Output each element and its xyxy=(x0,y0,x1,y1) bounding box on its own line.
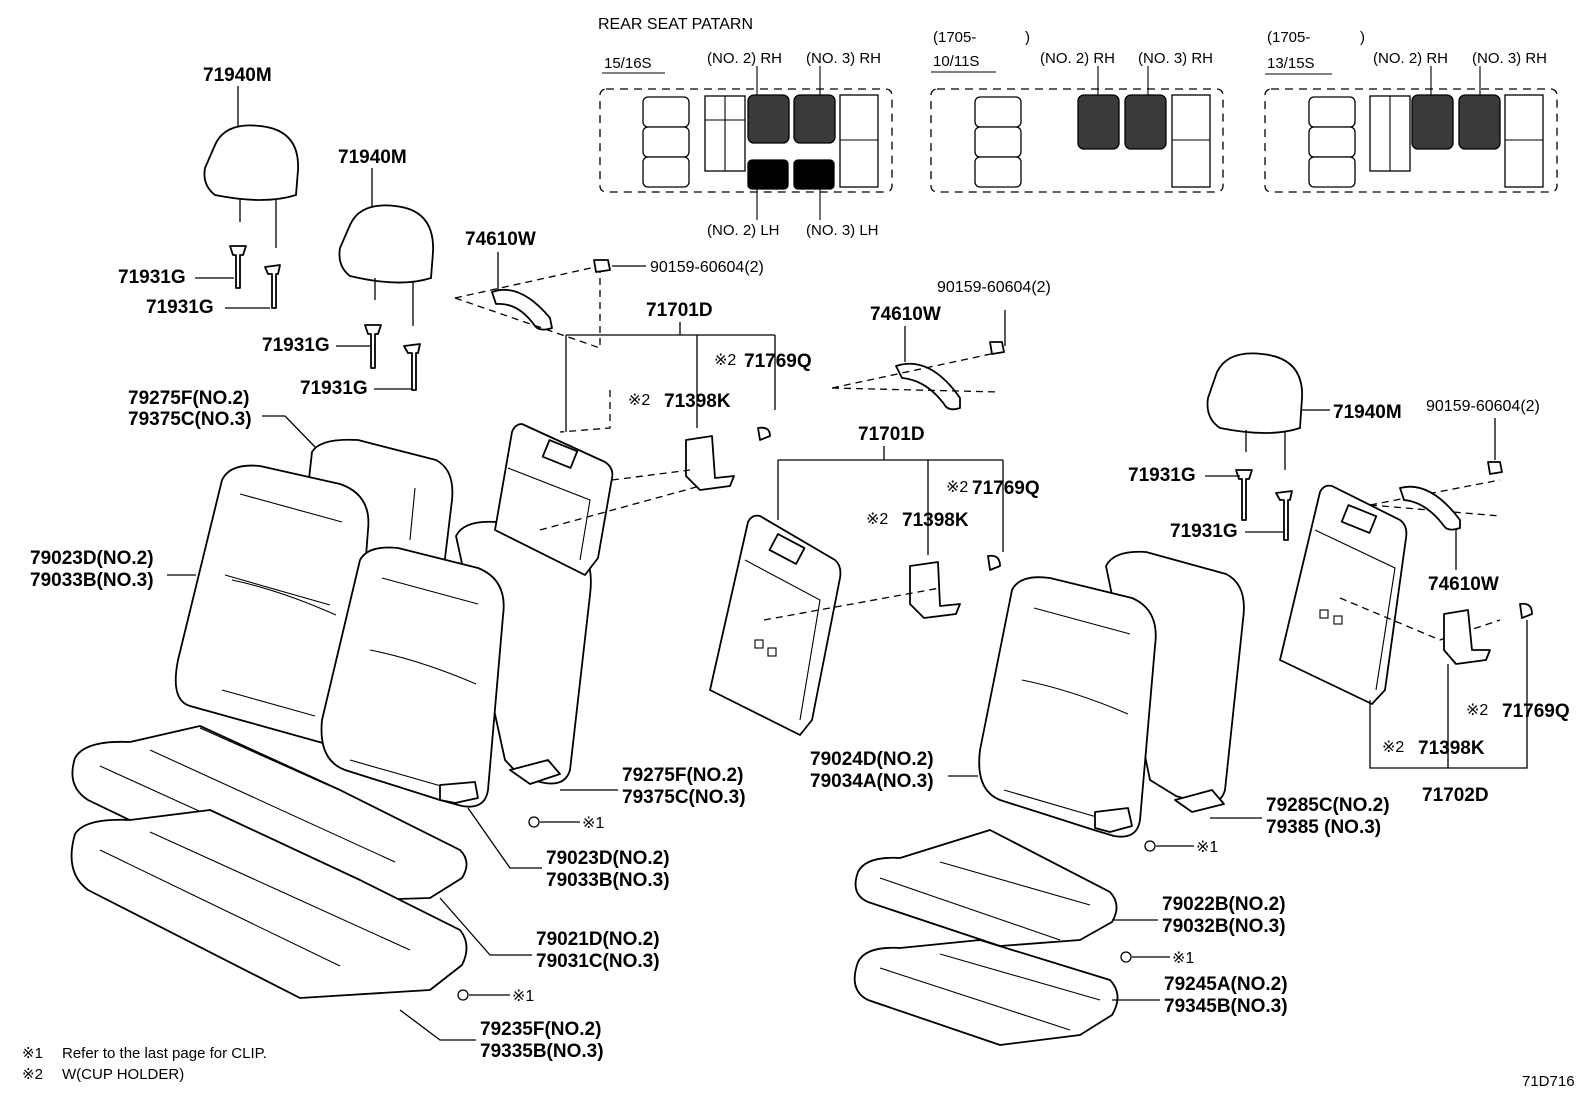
pattern-label-no2-rh-3: (NO. 2) RH xyxy=(1373,50,1448,67)
cushion-right-group: 79022B(NO.2) 79032B(NO.3) ※1 79245A(NO.2… xyxy=(853,829,1288,1046)
label-support-3a: 71931G xyxy=(1128,465,1196,486)
footnote-text-1: Refer to the last page for CLIP. xyxy=(62,1045,267,1062)
pattern-label-no2-rh-2: (NO. 2) RH xyxy=(1040,50,1115,67)
rear-seat-pattern-legend: REAR SEAT PATARN 15/16S (NO. 2) RH (NO. … xyxy=(598,16,1558,239)
label-bracket-2: 71398K xyxy=(902,510,969,531)
seat-layout-icon-1 xyxy=(642,94,879,190)
label-hook-1: 71769Q xyxy=(744,351,812,372)
label-screw-1: 90159-60604(2) xyxy=(650,259,764,276)
headrest-left-1: 71940M 71931G 71931G xyxy=(118,65,299,318)
label-bracket-3: 71398K xyxy=(1418,738,1485,759)
mark-cup-5: ※2 xyxy=(1466,702,1488,719)
label-pad-left-b: 79033B(NO.3) xyxy=(30,570,154,591)
mark-cup-1: ※2 xyxy=(714,352,736,369)
board-assembly-2: 74610W 90159-60604(2) 71701D ※2 71769Q ※… xyxy=(709,279,1051,792)
label-cover-left-a: 79275F(NO.2) xyxy=(128,388,249,409)
label-cover-mid-a: 79275F(NO.2) xyxy=(622,765,743,786)
label-handle-3: 74610W xyxy=(1428,574,1499,595)
label-support-2a: 71931G xyxy=(262,335,330,356)
mark-cup-2: ※2 xyxy=(628,392,650,409)
label-headrest-1: 71940M xyxy=(203,65,272,86)
label-cushion-pad-left-b: 79335B(NO.3) xyxy=(480,1041,604,1062)
label-headrest-3: 71940M xyxy=(1333,402,1402,423)
seat-layout-icon-2 xyxy=(974,94,1211,188)
pattern-date-open-2: (1705- xyxy=(933,29,976,46)
pattern-label-no3-rh-2: (NO. 3) RH xyxy=(1138,50,1213,67)
pattern-code-3: 13/15S xyxy=(1267,55,1315,72)
board-assembly-1: 74610W 90159-60604(2) 71701D ※2 71769Q ※… xyxy=(454,229,812,576)
pattern-label-no3-lh: (NO. 3) LH xyxy=(806,222,879,239)
clip-mark-1: ※1 xyxy=(582,815,604,832)
pattern-label-no2-rh-1: (NO. 2) RH xyxy=(707,50,782,67)
footnote-text-2: W(CUP HOLDER) xyxy=(62,1066,184,1083)
headrest-right: 71940M 71931G 71931G xyxy=(1128,352,1402,542)
label-screw-3: 90159-60604(2) xyxy=(1426,398,1540,415)
pattern-label-no2-lh: (NO. 2) LH xyxy=(707,222,780,239)
pattern-group-3: (1705- ) 13/15S (NO. 2) RH (NO. 3) RH xyxy=(1264,29,1558,193)
figure-code: 71D716 xyxy=(1522,1073,1575,1090)
label-cushion-pad-right-b: 79345B(NO.3) xyxy=(1164,996,1288,1017)
pattern-label-no3-rh-1: (NO. 3) RH xyxy=(806,50,881,67)
label-cover-right-a: 79285C(NO.2) xyxy=(1266,795,1390,816)
mark-cup-3: ※2 xyxy=(946,479,968,496)
label-support-1b: 71931G xyxy=(146,297,214,318)
label-pad-mid-b: 79033B(NO.3) xyxy=(546,870,670,891)
pattern-date-close-2: ) xyxy=(1025,29,1030,46)
label-pad-right-a: 79024D(NO.2) xyxy=(810,749,934,770)
label-cushion-cover-left-b: 79031C(NO.3) xyxy=(536,951,660,972)
label-cover-left-b: 79375C(NO.3) xyxy=(128,409,252,430)
label-cover-mid-b: 79375C(NO.3) xyxy=(622,787,746,808)
pattern-group-1: 15/16S (NO. 2) RH (NO. 3) RH xyxy=(599,50,893,239)
label-hook-3: 71769Q xyxy=(1502,701,1570,722)
pattern-date-close-3: ) xyxy=(1360,29,1365,46)
headrest-left-2: 71940M 71931G 71931G xyxy=(262,147,434,399)
label-pad-mid-a: 79023D(NO.2) xyxy=(546,848,670,869)
label-screw-2: 90159-60604(2) xyxy=(937,279,1051,296)
mark-cup-4: ※2 xyxy=(866,511,888,528)
pattern-code-1: 15/16S xyxy=(604,55,652,72)
label-cushion-pad-right-a: 79245A(NO.2) xyxy=(1164,974,1288,995)
label-headrest-2: 71940M xyxy=(338,147,407,168)
label-hook-2: 71769Q xyxy=(972,478,1040,499)
clip-mark-2: ※1 xyxy=(512,988,534,1005)
pattern-group-2: (1705- ) 10/11S (NO. 2) RH (NO. 3) RH xyxy=(930,29,1224,193)
label-cover-right-b: 79385 (NO.3) xyxy=(1266,817,1381,838)
seatback-right-group: 79285C(NO.2) 79385 (NO.3) ※1 xyxy=(978,550,1390,856)
footnote-mark-2: ※2 xyxy=(22,1066,43,1083)
label-board-1: 71701D xyxy=(646,300,713,321)
pattern-code-2: 10/11S xyxy=(933,53,979,70)
label-support-1a: 71931G xyxy=(118,267,186,288)
label-handle-1: 74610W xyxy=(465,229,536,250)
footnote-mark-1: ※1 xyxy=(22,1045,43,1062)
label-support-3b: 71931G xyxy=(1170,521,1238,542)
label-bracket-1: 71398K xyxy=(664,391,731,412)
mark-cup-6: ※2 xyxy=(1382,739,1404,756)
cushion-left-group: 79021D(NO.2) 79031C(NO.3) ※1 79235F(NO.2… xyxy=(70,725,660,1062)
label-cushion-pad-left-a: 79235F(NO.2) xyxy=(480,1019,601,1040)
label-pad-left-a: 79023D(NO.2) xyxy=(30,548,154,569)
label-board-2: 71701D xyxy=(858,424,925,445)
seatback-left-group: 79275F(NO.2) 79375C(NO.3) 79023D(NO.2) 7… xyxy=(30,388,746,891)
label-board-3: 71702D xyxy=(1422,785,1489,806)
label-support-2b: 71931G xyxy=(300,378,368,399)
pattern-label-no3-rh-3: (NO. 3) RH xyxy=(1472,50,1547,67)
label-pad-right-b: 79034A(NO.3) xyxy=(810,771,934,792)
label-handle-2: 74610W xyxy=(870,304,941,325)
seat-layout-icon-3 xyxy=(1308,94,1544,188)
footnotes: ※1 Refer to the last page for CLIP. ※2 W… xyxy=(22,1045,267,1083)
clip-mark-4: ※1 xyxy=(1172,950,1194,967)
pattern-date-open-3: (1705- xyxy=(1267,29,1310,46)
clip-mark-3: ※1 xyxy=(1196,839,1218,856)
pattern-title: REAR SEAT PATARN xyxy=(598,16,753,33)
label-cushion-cover-left-a: 79021D(NO.2) xyxy=(536,929,660,950)
label-cushion-cover-right-b: 79032B(NO.3) xyxy=(1162,916,1286,937)
board-assembly-3: 90159-60604(2) 74610W ※2 71769Q ※2 71398… xyxy=(1279,398,1570,806)
label-cushion-cover-right-a: 79022B(NO.2) xyxy=(1162,894,1286,915)
